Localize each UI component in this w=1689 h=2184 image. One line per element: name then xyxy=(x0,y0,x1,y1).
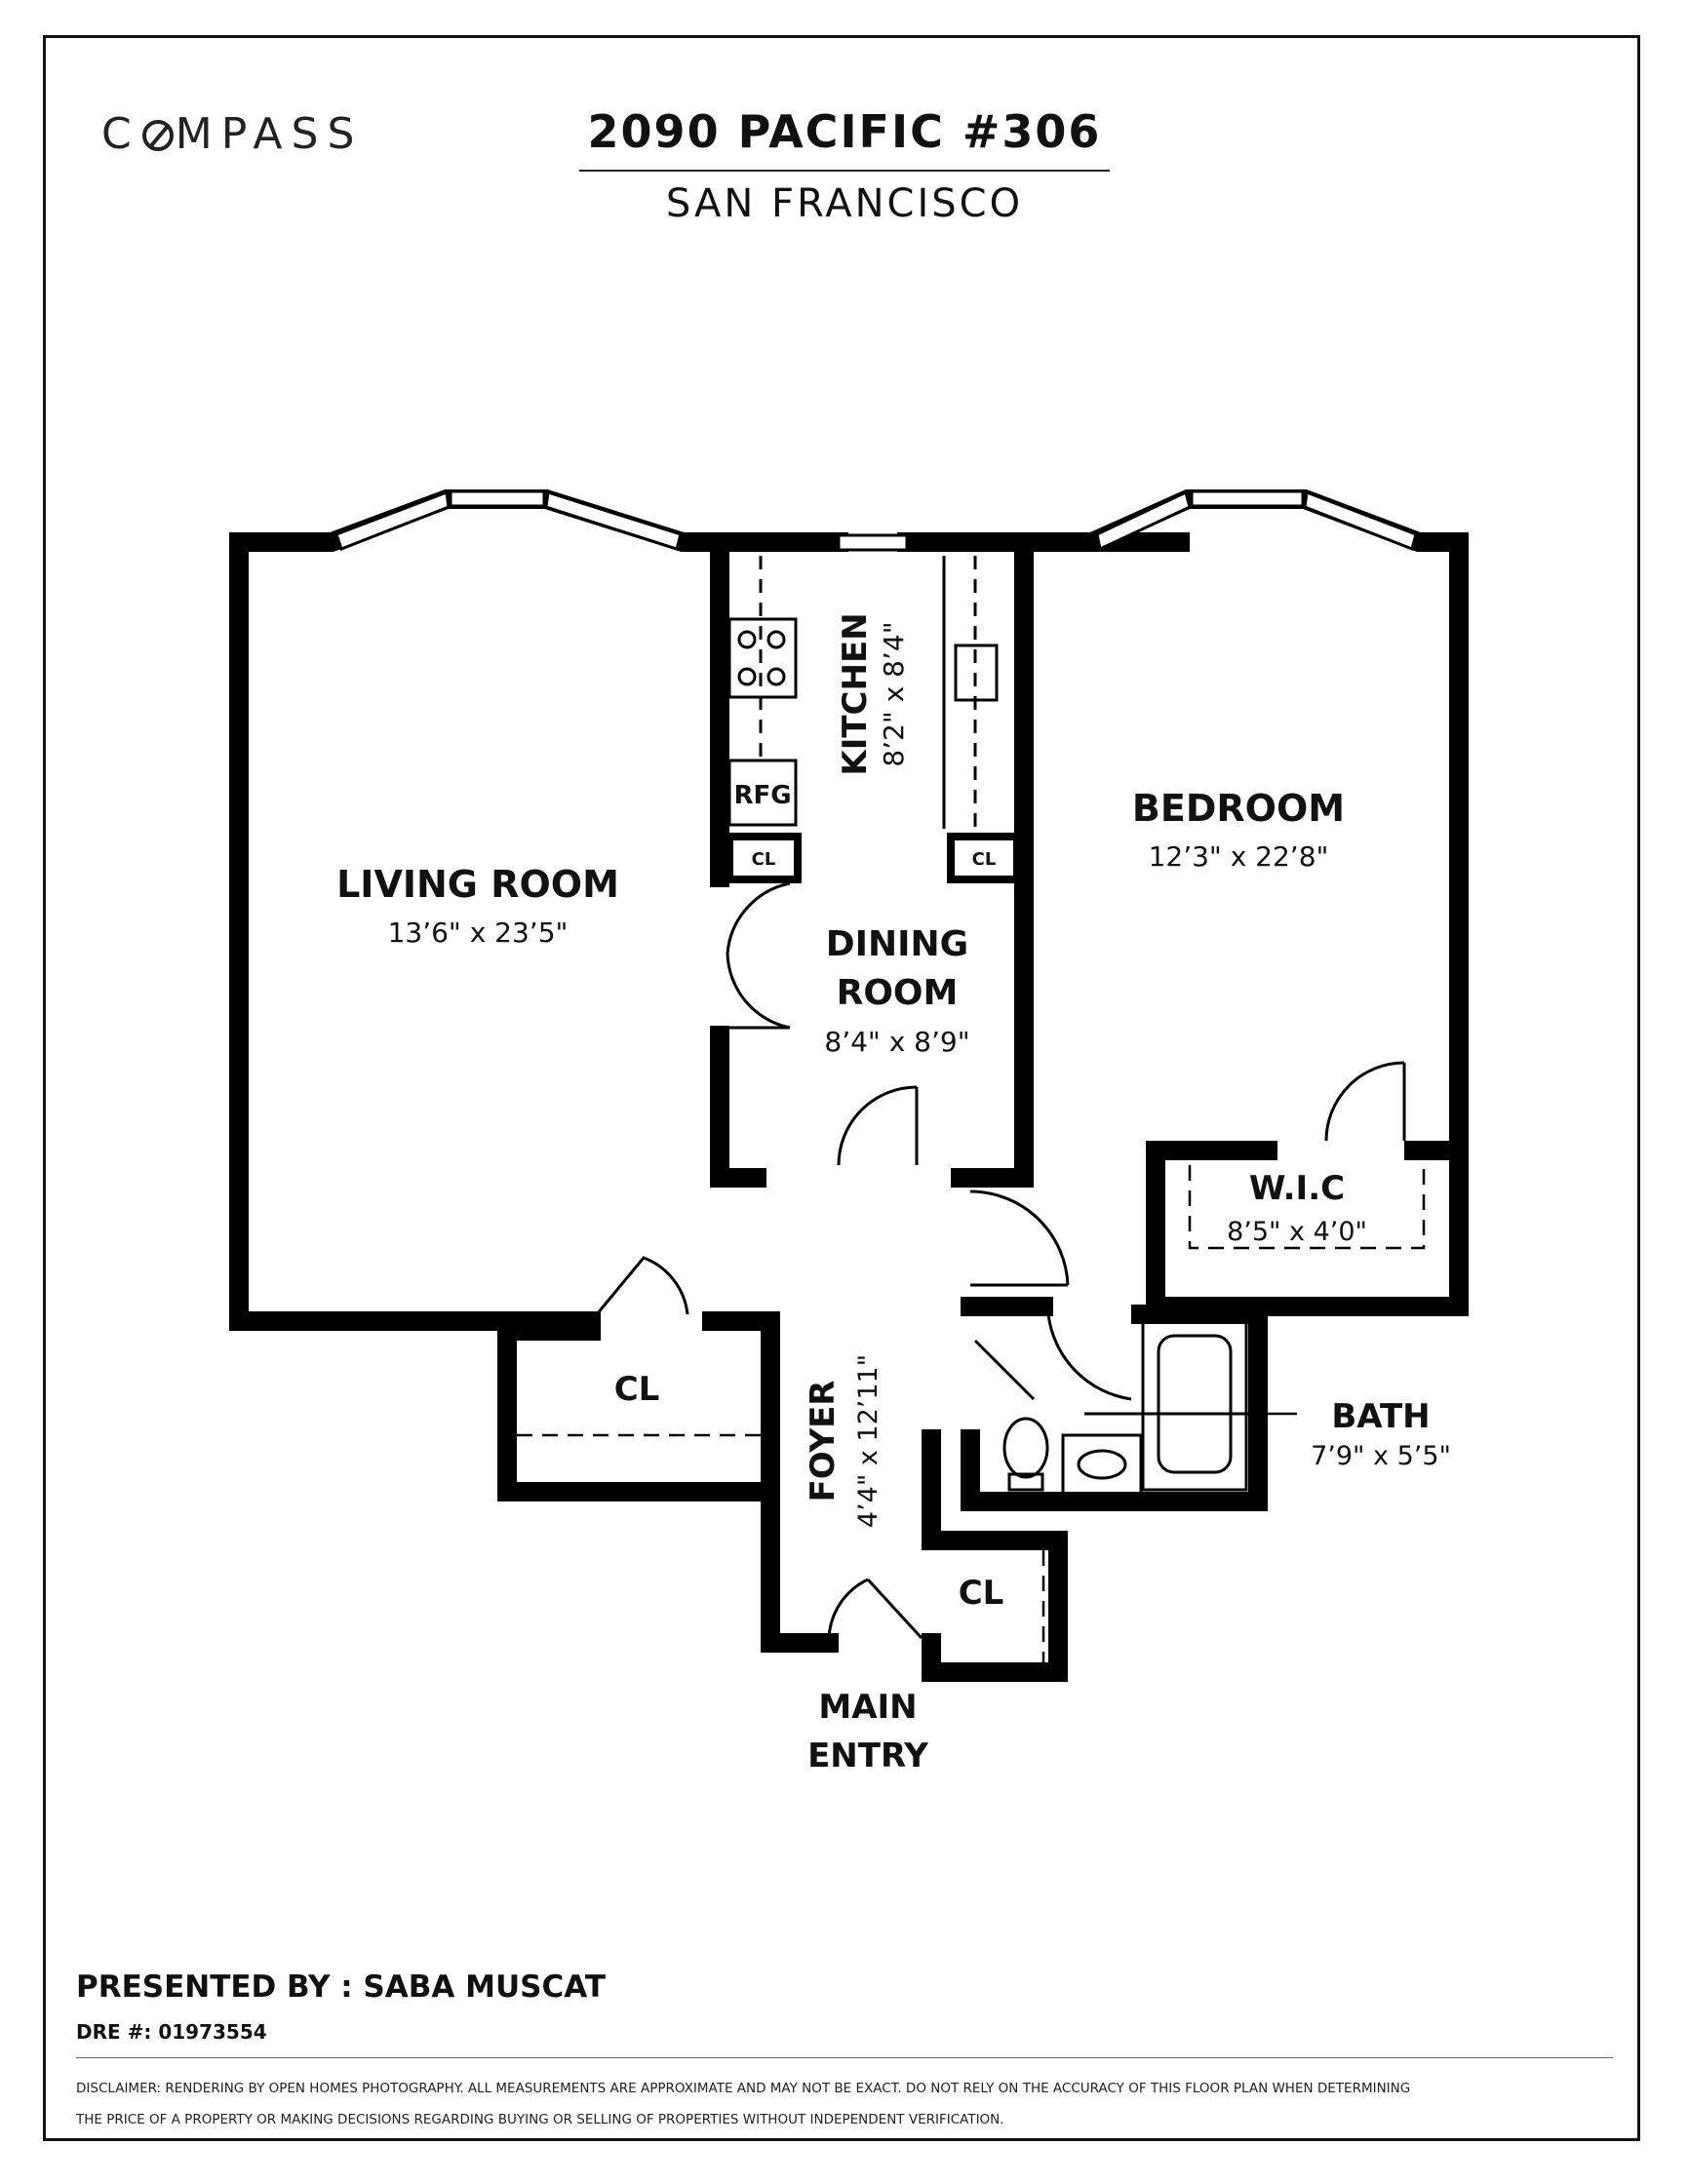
stove-icon xyxy=(727,617,798,699)
vanity xyxy=(1061,1433,1143,1496)
bedroom-wall xyxy=(1014,489,1469,1316)
dining-right-wall xyxy=(951,532,1034,1188)
windows xyxy=(334,489,1418,552)
window-bedroom-2 xyxy=(1190,489,1305,508)
bath-label: BATH xyxy=(1331,1397,1430,1436)
kitchen-label: KITCHEN xyxy=(836,612,875,775)
compass-logo-o-icon xyxy=(141,120,174,151)
living-room-label: LIVING ROOM xyxy=(336,863,619,906)
closet-small-left-label: CL xyxy=(752,849,776,870)
bedroom-size: 12’3" x 22’8" xyxy=(1149,840,1329,873)
page-frame xyxy=(43,35,1640,2141)
bath-door-swing xyxy=(1046,1313,1132,1401)
entry-door-swing xyxy=(827,1578,869,1639)
bath-fixtures xyxy=(1002,1316,1297,1496)
property-city: SAN FRANCISCO xyxy=(665,181,1024,226)
kitchen-closets xyxy=(726,833,1021,883)
closet-small-right-label: CL xyxy=(972,849,997,870)
burner-icon xyxy=(737,630,757,649)
door-swing xyxy=(726,953,791,1030)
disclaimer-line-2: THE PRICE OF A PROPERTY OR MAKING DECISI… xyxy=(76,2112,1004,2127)
bedroom-door-swing xyxy=(1324,1061,1405,1142)
bathtub xyxy=(1141,1316,1248,1492)
wic-shelf-line xyxy=(1188,1165,1426,1250)
disclaimer-line-1: DISCLAIMER: RENDERING BY OPEN HOMES PHOT… xyxy=(76,2081,1411,2096)
main-entry-label-line1: MAIN xyxy=(818,1688,917,1727)
disclaimer-divider xyxy=(76,2057,1613,2058)
foyer-size: 4’4" x 12’11" xyxy=(853,1354,884,1528)
bathtub-basin xyxy=(1157,1334,1233,1474)
window-bedroom-3 xyxy=(1303,489,1418,552)
kitchen-sink-icon xyxy=(954,644,999,702)
wic-size: 8’5" x 4’0" xyxy=(1227,1217,1367,1247)
main-entry-label-line2: ENTRY xyxy=(807,1736,928,1775)
burner-icon xyxy=(766,630,786,649)
disclaimer: DISCLAIMER: RENDERING BY OPEN HOMES PHOT… xyxy=(76,2073,1613,2135)
refrigerator-label: RFG xyxy=(733,781,791,810)
presented-by: PRESENTED BY : SABA MUSCAT xyxy=(76,1970,606,2005)
bath-sink-icon xyxy=(1077,1449,1127,1480)
kitchen-fixtures xyxy=(727,556,999,829)
storage-lines xyxy=(517,1165,1426,1662)
dining-size: 8’4" x 8’9" xyxy=(824,1026,969,1058)
refrigerator xyxy=(727,759,798,827)
dining-label-line2: ROOM xyxy=(837,973,959,1013)
dining-door-swing xyxy=(837,1085,918,1166)
toilet-icon xyxy=(1002,1417,1049,1479)
bath-door-leaf xyxy=(973,1339,1036,1401)
title-divider xyxy=(579,170,1110,172)
closet-left-label: CL xyxy=(614,1370,660,1409)
doors xyxy=(595,881,1406,1640)
closet-door xyxy=(595,1256,689,1315)
window-living-1 xyxy=(334,489,451,551)
dining-left-wall xyxy=(710,1026,766,1188)
door-swing xyxy=(726,881,791,955)
burner-icon xyxy=(737,667,757,686)
entry-closet-wall xyxy=(922,1531,1068,1682)
property-title: 2090 PACIFIC #306 xyxy=(587,105,1102,158)
entry-closet-label: CL xyxy=(959,1574,1004,1613)
closet-left-wall xyxy=(497,1321,780,1502)
window-living-3 xyxy=(544,490,683,551)
closet-small-left xyxy=(726,833,802,883)
living-room-size: 13’6" x 23’5" xyxy=(388,916,569,949)
closet-small-right xyxy=(947,833,1021,883)
bedroom-label: BEDROOM xyxy=(1132,787,1345,830)
dre-number: DRE #: 01973554 xyxy=(76,2020,267,2044)
window-kitchen xyxy=(837,533,909,552)
burner-icon xyxy=(766,667,786,686)
wic-label: W.I.C xyxy=(1249,1169,1345,1208)
kitchen-size: 8’2" x 8’4" xyxy=(878,621,910,766)
living-room-wall xyxy=(229,532,601,1331)
bath-wall xyxy=(961,1305,1268,1511)
dining-label-line1: DINING xyxy=(826,924,968,964)
entry-door-leaf xyxy=(866,1578,923,1640)
foyer-door-swing xyxy=(969,1190,1070,1286)
window-living-2 xyxy=(449,489,546,508)
bath-size: 7’9" x 5’5" xyxy=(1311,1441,1451,1471)
window-bedroom-1 xyxy=(1095,489,1192,552)
toilet-tank xyxy=(1007,1472,1044,1492)
foyer-label: FOYER xyxy=(804,1381,843,1502)
